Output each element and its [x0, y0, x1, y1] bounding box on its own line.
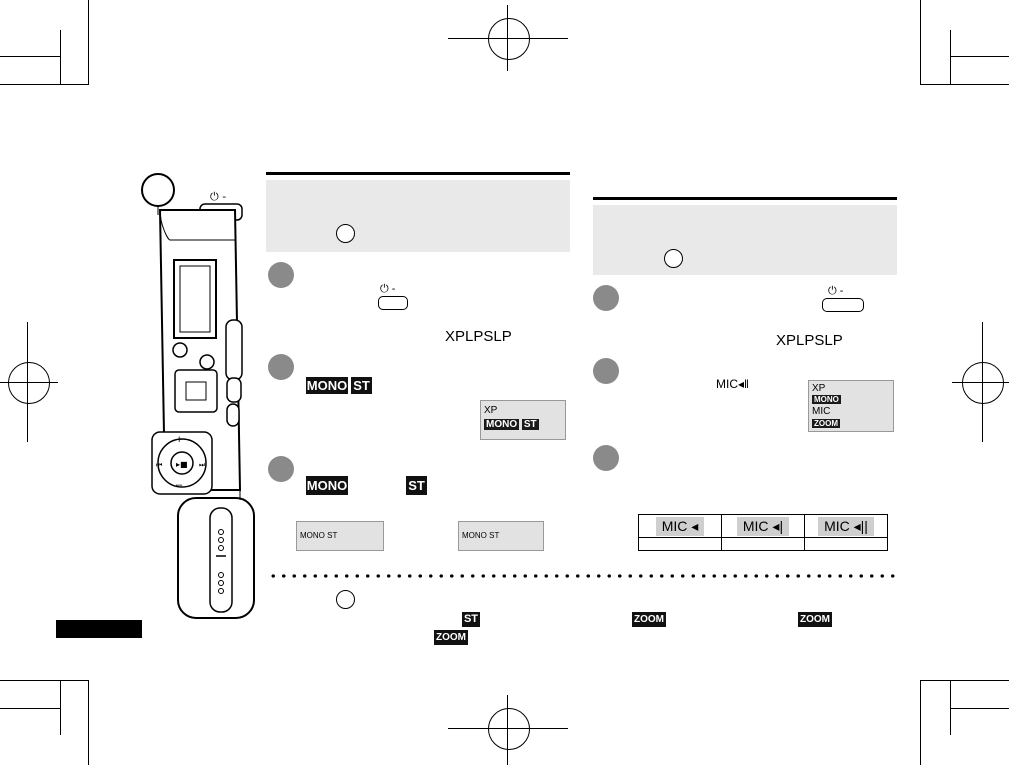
- left-step-2: [268, 354, 294, 380]
- mono-badge-outline: MONO: [306, 476, 348, 495]
- note-zoom-badge-2: ZOOM: [798, 612, 832, 627]
- rdisp-zoom-wrap: ZOOM: [812, 419, 840, 429]
- power-button-graphic-right: [822, 298, 864, 312]
- svg-text:⏮: ⏮: [156, 461, 162, 469]
- dotted-separator: [268, 574, 900, 578]
- mic-mid-text: MIC: [742, 517, 769, 534]
- table-cell: [804, 537, 888, 551]
- left-display-small-a: MONO ST: [296, 521, 384, 551]
- plus-label: +: [176, 434, 183, 446]
- left-display-example: XP MONO ST: [480, 400, 566, 440]
- svg-text:▸■: ▸■: [176, 460, 188, 469]
- left-header-circle: [336, 224, 355, 243]
- svg-text:⏻ -: ⏻ -: [210, 190, 226, 203]
- st-badge-outline: ST: [406, 476, 427, 495]
- mic-level-mid: MIC ◂|: [721, 514, 805, 538]
- table-row: MIC ◂ MIC ◂| MIC ◂||: [638, 514, 888, 538]
- note-zoom-badge-3: ZOOM: [434, 630, 468, 645]
- right-display-example: XP MONO MIC ZOOM: [808, 380, 894, 432]
- disp-mono: MONO: [484, 419, 520, 430]
- rdisp-zoom: ZOOM: [812, 419, 840, 428]
- right-section-rule: [593, 197, 897, 200]
- left-step-1: [268, 262, 294, 288]
- note-circle: [336, 590, 355, 609]
- left-display-small-b: MONO ST: [458, 521, 544, 551]
- rdisp-mic: MIC: [812, 406, 831, 417]
- rdisp-mono-wrap: MONO: [812, 395, 841, 405]
- left-section-header: [266, 180, 570, 252]
- rdisp-xp: XP: [812, 383, 826, 394]
- disp-small-a-text: MONO ST: [300, 531, 338, 540]
- mic-low-text: MIC: [661, 517, 688, 534]
- mic-level-icon: ◂‖: [738, 377, 749, 391]
- recorder-illustration: ⏻ - ▸■ ⏮ ⏭: [141, 173, 255, 619]
- left-section-rule: [266, 172, 570, 175]
- right-mode-line: XPLPSLP: [776, 332, 843, 349]
- power-icon: ⏻ -: [380, 283, 396, 295]
- left-mode-line: XPLPSLP: [445, 328, 512, 345]
- right-step-2: [593, 358, 619, 384]
- table-row: [638, 537, 888, 551]
- page-tab-marker: [56, 620, 142, 638]
- left-step-3: [268, 456, 294, 482]
- mic-level-high: MIC ◂||: [804, 514, 888, 538]
- disp-st: ST: [521, 419, 539, 430]
- mic-level-low: MIC ◂: [638, 514, 722, 538]
- mic-high-text: MIC: [824, 517, 850, 534]
- note-st-badge: ST: [462, 612, 480, 627]
- table-cell: [721, 537, 805, 551]
- note-zoom-badge-1: ZOOM: [632, 612, 666, 627]
- minus-label: –: [176, 479, 183, 491]
- st-badge: ST: [351, 377, 372, 394]
- right-step-3: [593, 445, 619, 471]
- table-cell: [638, 537, 722, 551]
- rdisp-mono: MONO: [812, 395, 841, 404]
- right-section-header: [593, 205, 897, 275]
- disp-line-xp: XP: [484, 405, 498, 416]
- right-step-1: [593, 285, 619, 311]
- mic-label: MIC◂‖: [716, 377, 749, 392]
- power-icon-right: ⏻ -: [828, 285, 844, 297]
- mic-sensitivity-table: MIC ◂ MIC ◂| MIC ◂||: [638, 514, 888, 551]
- mic-label-text: MIC: [716, 377, 738, 391]
- power-button-graphic: [378, 296, 408, 310]
- disp-small-b-text: MONO ST: [462, 531, 500, 540]
- mono-badge: MONO: [306, 377, 348, 394]
- right-header-circle: [664, 249, 683, 268]
- disp-line-mode: MONO ST: [484, 419, 539, 430]
- svg-text:⏭: ⏭: [199, 461, 206, 469]
